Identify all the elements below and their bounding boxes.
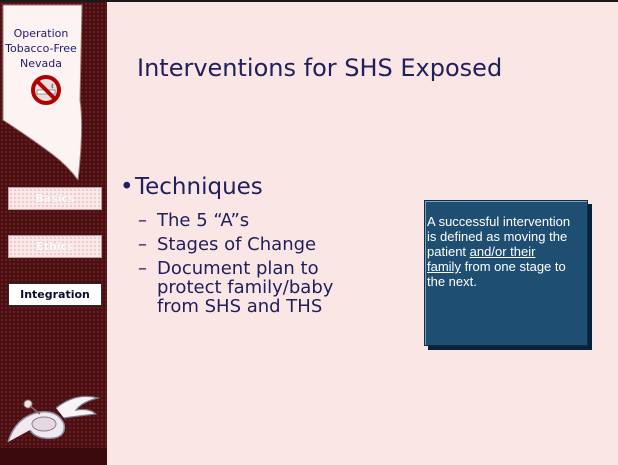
sub-bullet: –Stages of Change [138,234,317,255]
callout-line: A successful intervention [427,214,571,229]
callout-box: A successful intervention is defined as … [424,200,588,346]
sub-bullet-continuation: protect family/baby [157,277,334,298]
slide-bottom-strip [107,454,618,465]
nav-basics[interactable]: Basics [8,187,102,210]
nevada-logo: Operation Tobacco-Free Nevada [2,4,88,184]
sidebar-footer [0,448,107,465]
callout-underlined-text: and/or their [469,244,536,259]
no-smoking-icon [31,75,61,105]
callout-line: is defined as moving the [427,229,568,244]
callout-line: the next. [427,274,477,289]
logo-text: Operation Tobacco-Free Nevada [2,26,80,71]
bullet-item: •Techniques [120,174,263,200]
sub-bullet-text: The 5 “A”s [157,210,250,231]
callout-line: family from one stage to [427,259,587,274]
bullet-text: Techniques [135,174,263,200]
callout-line: patient and/or their [427,244,587,259]
nav-ethics[interactable]: Ethics [8,235,102,258]
sub-bullet-text: Document plan to [157,258,319,279]
sub-bullet: –Document plan to [138,258,319,279]
stork-baby-icon [7,395,101,443]
nav-integration[interactable]: Integration [8,283,102,306]
sidebar: Operation Tobacco-Free Nevada Basics Eth… [0,2,107,465]
callout-text: patient [427,244,470,259]
slide-title: Interventions for SHS Exposed [137,54,503,82]
logo-line: Tobacco-Free [5,42,77,55]
logo-line: Nevada [20,57,62,70]
nav-label: Basics [35,192,75,205]
callout-text: from one stage to [460,259,566,274]
logo-line: Operation [13,27,69,40]
callout-underlined-text: family [427,259,461,274]
nav-label: Integration [20,288,90,301]
nav-label: Ethics [36,240,74,253]
sub-bullet-text: Stages of Change [157,234,317,255]
sub-bullet: –The 5 “A”s [138,210,250,231]
sub-bullet-continuation: from SHS and THS [157,296,323,317]
